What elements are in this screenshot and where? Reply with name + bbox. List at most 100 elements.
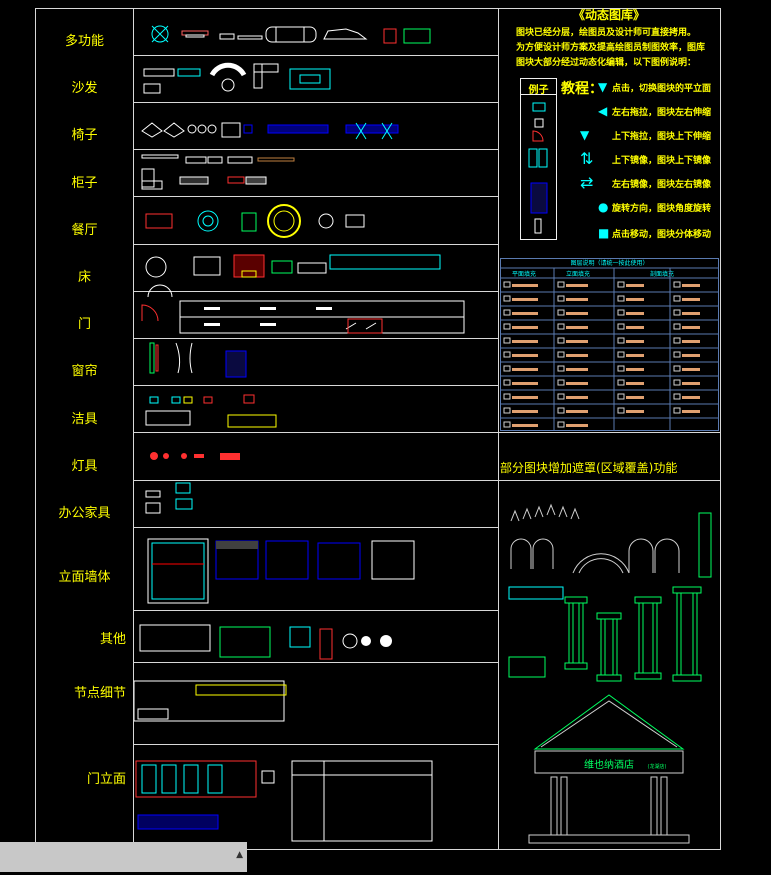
table-bar xyxy=(682,368,700,371)
table-swatch xyxy=(673,407,681,414)
table-swatch xyxy=(617,351,625,358)
table-swatch xyxy=(617,393,625,400)
cabinet-blocks xyxy=(141,154,295,190)
table-bar xyxy=(566,368,588,371)
category-8[interactable]: 洁具 xyxy=(71,412,98,427)
example-label: 例子 xyxy=(528,85,549,96)
category-12[interactable]: 其他 xyxy=(99,632,126,647)
tutorial-item-4: 左右镜像，图块左右镜像 xyxy=(612,179,712,190)
table-bar xyxy=(626,368,644,371)
row-divider xyxy=(133,149,498,150)
category-0[interactable]: 多功能 xyxy=(64,34,104,49)
multi-function-blocks xyxy=(151,25,431,44)
category-3[interactable]: 柜子 xyxy=(71,176,98,191)
tutorial-item-3: 上下镜像，图块上下镜像 xyxy=(612,155,712,166)
cad-thumbnails[interactable] xyxy=(134,9,498,849)
row-divider xyxy=(133,527,498,528)
category-4[interactable]: 餐厅 xyxy=(71,223,98,238)
table-swatch xyxy=(503,407,511,414)
frame-top xyxy=(35,8,721,9)
table-bar xyxy=(682,410,700,413)
lamp-blocks xyxy=(150,452,240,460)
category-14[interactable]: 门立面 xyxy=(86,772,126,787)
table-swatch xyxy=(557,337,565,344)
hotel-sign-sub: (龙湖店) xyxy=(648,763,667,770)
table-swatch xyxy=(673,281,681,288)
table-bar xyxy=(626,326,644,329)
table-swatch xyxy=(503,323,511,330)
category-13[interactable]: 节点细节 xyxy=(73,686,126,701)
row-divider xyxy=(133,338,498,339)
table-swatch xyxy=(617,337,625,344)
row-divider xyxy=(133,610,498,611)
table-bar xyxy=(626,312,644,315)
table-swatch xyxy=(557,323,565,330)
table-bar xyxy=(512,312,538,315)
bed-blocks xyxy=(145,254,441,278)
category-1[interactable]: 沙发 xyxy=(71,81,98,96)
tutorial-marker-icon: ◀ xyxy=(598,104,608,118)
header-plan-fill: 平面填充 xyxy=(512,271,537,278)
table-bar xyxy=(626,284,644,287)
table-swatch xyxy=(503,393,511,400)
table-bar xyxy=(512,368,538,371)
table-bar xyxy=(682,326,700,329)
dining-blocks xyxy=(145,204,365,238)
chair-blocks xyxy=(141,122,399,140)
table-bar xyxy=(566,312,588,315)
table-bar xyxy=(682,354,700,357)
table-swatch xyxy=(557,295,565,302)
door-blocks xyxy=(141,284,465,334)
table-bar xyxy=(512,424,538,427)
table-swatch xyxy=(503,351,511,358)
frame-left xyxy=(35,8,36,850)
category-10[interactable]: 办公家具 xyxy=(58,506,111,521)
frame-right-edge xyxy=(720,8,721,850)
right-divider-1 xyxy=(498,432,720,433)
table-bar xyxy=(566,410,588,413)
table-border xyxy=(500,258,719,431)
horizontal-scrollbar[interactable]: ▲ xyxy=(0,842,247,872)
category-2[interactable]: 椅子 xyxy=(71,128,98,143)
sanitary-blocks xyxy=(145,394,277,428)
table-swatch xyxy=(557,365,565,372)
table-swatch xyxy=(617,407,625,414)
category-5[interactable]: 床 xyxy=(77,270,91,285)
tutorial-marker-icon: ⇅ xyxy=(580,149,594,168)
tutorial-title: 教程： xyxy=(561,81,603,97)
table-bar xyxy=(566,382,588,385)
table-bar xyxy=(566,298,588,301)
tutorial-marker-icon: ● xyxy=(598,200,609,214)
row-divider xyxy=(133,102,498,103)
elevation-wall-blocks xyxy=(147,538,415,604)
category-7[interactable]: 窗帘 xyxy=(71,364,98,379)
tutorial-item-0: 点击，切换图块的平立面 xyxy=(612,83,712,94)
intro-note-2: 为方便设计师方案及提高绘图员制图效率，图库 xyxy=(516,43,706,53)
table-bar xyxy=(512,284,538,287)
table-bar xyxy=(682,284,700,287)
table-swatch xyxy=(673,393,681,400)
table-bar xyxy=(626,354,644,357)
layer-table-title: 图层说明（请统一按此使用） xyxy=(570,260,649,267)
table-bar xyxy=(626,382,644,385)
frame-right-divider xyxy=(498,8,499,850)
table-bar xyxy=(682,340,700,343)
hotel-sign-text: 维也纳酒店 xyxy=(584,758,634,771)
table-swatch xyxy=(503,295,511,302)
table-swatch xyxy=(557,351,565,358)
row-divider xyxy=(133,55,498,56)
scroll-up-arrow-icon[interactable]: ▲ xyxy=(236,850,243,860)
door-elevation-blocks xyxy=(135,760,433,842)
table-bar xyxy=(626,410,644,413)
row-divider xyxy=(133,385,498,386)
ornament-drawings[interactable]: 维也纳酒店 (龙湖店) xyxy=(499,481,720,849)
table-swatch xyxy=(503,309,511,316)
table-swatch xyxy=(617,281,625,288)
category-11[interactable]: 立面墙体 xyxy=(58,570,111,585)
row-divider xyxy=(133,744,498,745)
category-9[interactable]: 灯具 xyxy=(71,459,98,474)
category-6[interactable]: 门 xyxy=(77,317,91,332)
table-swatch xyxy=(503,365,511,372)
row-divider xyxy=(133,480,498,481)
table-bar xyxy=(682,382,700,385)
